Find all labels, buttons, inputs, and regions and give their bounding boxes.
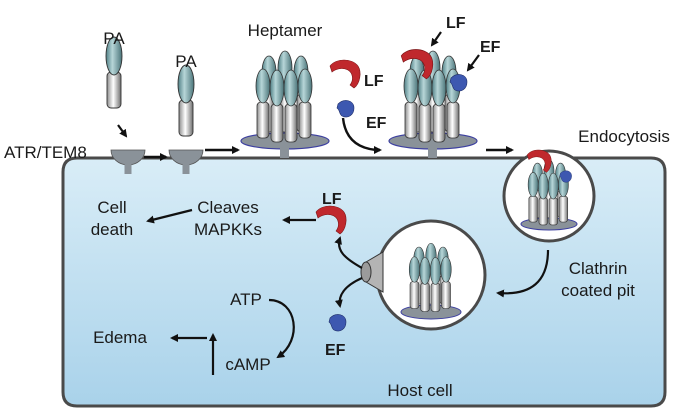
label-heptamer: Heptamer xyxy=(248,21,323,40)
label-cell-death-line1: Cell xyxy=(97,198,126,217)
label-camp: cAMP xyxy=(225,355,270,374)
arrow-atp-camp xyxy=(268,298,295,359)
label-lf-inside: LF xyxy=(322,191,342,208)
arrow-cleaves-death xyxy=(146,208,193,224)
label-ef-bound: EF xyxy=(480,39,501,56)
heptamer-on-membrane xyxy=(240,50,330,158)
label-clathrin-line2: coated pit xyxy=(561,281,635,300)
label-receptor: ATR/TEM8 xyxy=(4,143,87,162)
label-endocytosis: Endocytosis xyxy=(578,127,670,146)
clathrin-coated-vesicle xyxy=(375,219,487,331)
label-ef-free: EF xyxy=(366,115,387,132)
lf-free-shape xyxy=(329,59,361,89)
label-cell-death-line2: death xyxy=(91,220,134,239)
arrow-step-3 xyxy=(341,117,382,154)
label-lf-free: LF xyxy=(364,73,384,90)
label-edema: Edema xyxy=(93,328,147,347)
receptor-with-pa xyxy=(168,64,204,175)
heptamer-with-lf-ef xyxy=(388,49,478,158)
label-ef-inside: EF xyxy=(325,342,346,359)
label-cleaves-line1: Cleaves xyxy=(197,198,258,217)
label-host-cell: Host cell xyxy=(387,381,452,400)
arrow-release-ef xyxy=(334,276,363,308)
label-atp: ATP xyxy=(230,290,262,309)
endocytosis-vesicle xyxy=(502,149,596,243)
label-clathrin-line1: Clathrin xyxy=(569,259,628,278)
translocation-pore xyxy=(360,251,384,293)
arrow-ef-bind xyxy=(466,54,480,72)
label-pa-mid: PA xyxy=(175,52,197,71)
arrow-clathrin xyxy=(496,249,550,298)
ef-free-shape xyxy=(336,100,355,118)
label-cleaves-line2: MAPKKs xyxy=(194,220,262,239)
label-lf-bound: LF xyxy=(446,15,466,32)
label-pa-left: PA xyxy=(103,29,125,48)
arrow-pa-binding xyxy=(117,124,128,138)
arrow-lf-bind xyxy=(430,31,442,47)
arrow-release-lf xyxy=(334,236,363,269)
